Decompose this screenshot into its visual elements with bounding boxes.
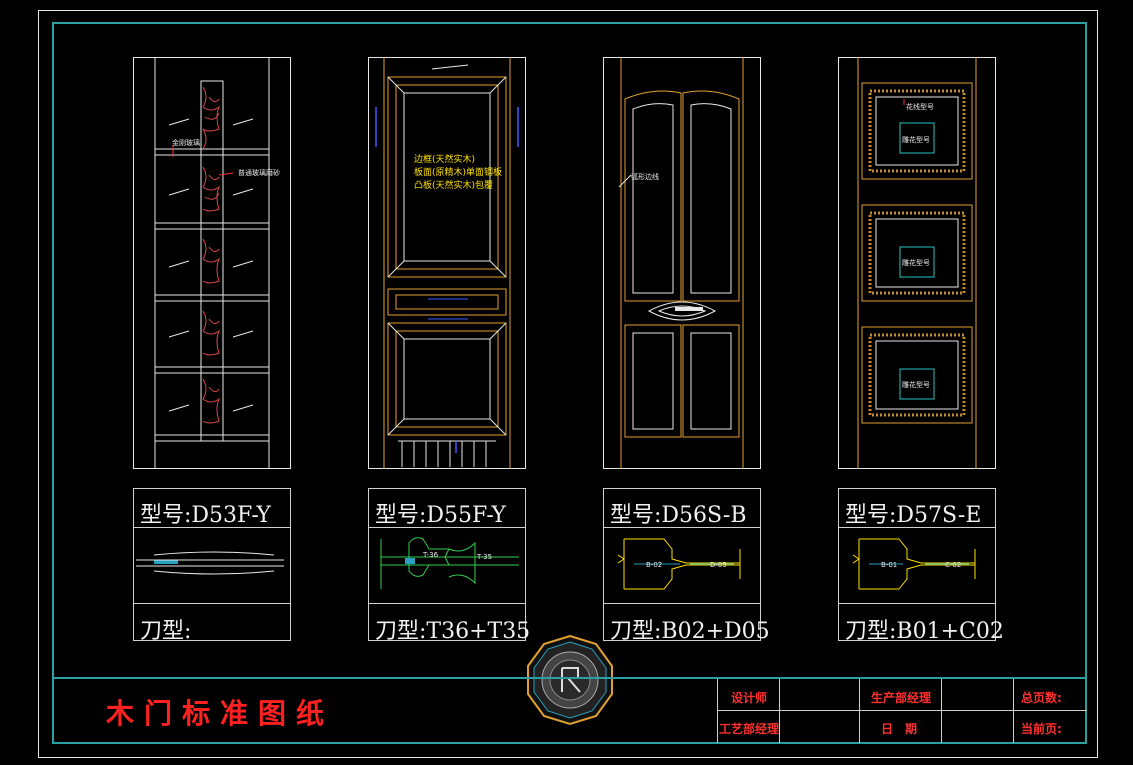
profile-mark-b02: B-02 [646, 561, 663, 569]
annotation-carving-top: 雕花型号 [902, 136, 930, 144]
total-pages-label: 总页数: [1021, 691, 1062, 705]
drawing-inner-frame [52, 22, 1087, 744]
door-d55f-spec-box: 型号:D55F-Y T-36 T-35 刀型:T36+T35 [368, 488, 530, 644]
door-d55f-elevation [368, 57, 526, 469]
door-d57s-elevation [838, 57, 996, 469]
door-d56s-elevation [603, 57, 761, 469]
door-d53f-spec-box: 型号:D53F-Y 刀型: [133, 488, 291, 644]
door-d55f-model-label: 型号:D55F-Y [375, 503, 506, 528]
profile-mark-t35: T-35 [477, 553, 493, 561]
door-d56s-model-label: 型号:D56S-B [610, 503, 747, 528]
door-d57s-profile [852, 538, 976, 590]
drawing-title: 木门标准图纸 [106, 697, 335, 730]
door-d56s-knife-label: 刀型:B02+D05 [610, 619, 770, 644]
door-d53f-model-label: 型号:D53F-Y [140, 503, 271, 528]
annotation-gold-glass: 金刚玻璃 [172, 139, 200, 147]
profile-mark-b01: B-01 [881, 561, 898, 569]
annotation-carving-middle: 雕花型号 [902, 259, 930, 267]
door-d56s-drawing [618, 57, 744, 469]
production-manager-label: 生产部经理 [871, 691, 932, 705]
annotation-molding-type: 花线型号 [906, 103, 934, 111]
annotation-frosted-glass: 普通玻璃磨砂 [238, 169, 280, 177]
note-line-1: 边框(天然实木) [414, 155, 476, 165]
annotation-carving-bottom: 雕花型号 [902, 381, 930, 389]
date-label: 日 期 [881, 722, 918, 736]
door-d55f-knife-label: 刀型:T36+T35 [375, 619, 531, 644]
door-d57s-model-label: 型号:D57S-E [845, 503, 982, 528]
door-d56s-profile [617, 538, 741, 590]
door-d55f-material-notes: 边框(天然实木) 板面(原精木)单面钢板 凸板(天然实木)包覆 [414, 154, 502, 193]
profile-mark-d05: D-05 [710, 561, 727, 569]
designer-label: 设计师 [731, 691, 768, 705]
door-d56s-spec-box: 型号:D56S-B B-02 D-05 刀型:B02+D05 [603, 488, 770, 644]
note-line-2: 板面(原精木)单面钢板 [414, 168, 503, 178]
door-d57s-knife-label: 刀型:B01+C02 [845, 619, 1004, 644]
current-page-label: 当前页: [1021, 722, 1062, 736]
process-manager-label: 工艺部经理 [719, 722, 780, 736]
door-d53f-knife-label: 刀型: [140, 619, 192, 644]
profile-mark-t36: T-36 [423, 551, 439, 559]
door-d55f-profile [380, 537, 519, 589]
company-emblem [527, 634, 613, 726]
note-line-3: 凸板(天然实木)包覆 [414, 181, 494, 191]
door-d57s-drawing [857, 57, 977, 469]
title-block-grid [717, 679, 1087, 743]
door-d55f-drawing [375, 57, 519, 469]
door-d57s-spec-box: 型号:D57S-E B-01 C-02 刀型:B01+C02 [838, 488, 1004, 644]
profile-mark-c02: C-02 [945, 561, 962, 569]
door-d53f-profile [136, 551, 284, 575]
door-d53f-elevation [133, 57, 291, 469]
door-d53f-drawing [154, 57, 270, 469]
drawing-outer-frame [38, 10, 1098, 758]
annotation-arc-line: 弧形边线 [631, 173, 659, 181]
title-block [52, 677, 1087, 744]
